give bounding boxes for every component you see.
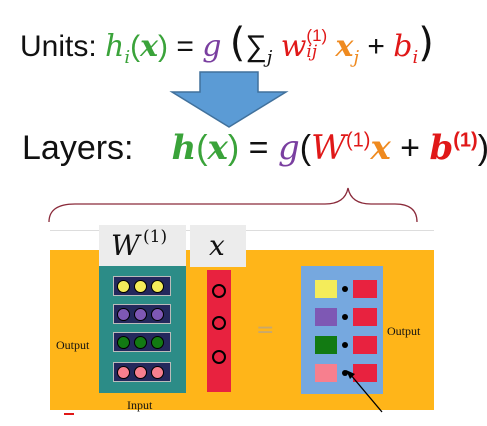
result-red-square	[353, 308, 377, 326]
units-label: Units:	[20, 30, 97, 63]
weight-matrix-label-sup: (1)	[143, 227, 168, 247]
layers-h: h	[171, 128, 197, 168]
layers-g: g	[277, 128, 300, 168]
units-g: g	[202, 29, 222, 64]
units-equation: Units: hi(x) = g (∑j w(1)ij xj + bi)	[20, 20, 434, 68]
layers-b: b	[429, 128, 454, 168]
units-xj-sub: j	[353, 47, 360, 68]
units-open-paren: (	[130, 30, 141, 63]
product-dot	[342, 342, 348, 348]
input-node	[212, 350, 226, 364]
weight-dot	[117, 279, 130, 293]
units-w-sub: ij	[306, 42, 318, 63]
weight-dot	[117, 365, 130, 379]
weight-dot	[151, 335, 164, 349]
product-dot	[342, 286, 348, 292]
units-plus: +	[367, 30, 385, 63]
layers-x: x	[207, 128, 228, 168]
units-w-sup: (1)	[306, 26, 328, 46]
layers-plus: +	[400, 129, 421, 167]
units-sum-sub: j	[266, 47, 273, 68]
weight-dot	[151, 279, 164, 293]
layers-open-paren: (	[196, 129, 208, 167]
down-arrow-icon	[169, 71, 289, 128]
input-vector	[207, 270, 231, 392]
layers-W: W	[311, 128, 346, 168]
result-color-square	[315, 336, 337, 354]
weight-row-1	[113, 276, 171, 296]
layers-x2: x	[370, 128, 391, 168]
weight-matrix-label-box: W (1)	[99, 225, 186, 267]
units-sum-symbol: ∑	[245, 30, 267, 63]
weight-row-4	[113, 362, 171, 382]
product-dot	[342, 370, 348, 376]
result-red-square	[353, 364, 377, 382]
output-label-left: Output	[56, 338, 90, 352]
input-vector-label-box: x	[190, 225, 246, 267]
product-dot	[342, 314, 348, 320]
layers-close-paren: )	[227, 129, 240, 167]
weight-dot	[134, 365, 147, 379]
curly-brace	[48, 187, 418, 223]
units-h: h	[105, 29, 125, 64]
input-label: Input	[127, 398, 153, 412]
result-color-square	[315, 280, 337, 298]
units-xj: x	[335, 29, 354, 64]
result-red-square	[353, 336, 377, 354]
weight-dot	[134, 279, 147, 293]
result-vector	[301, 266, 383, 394]
weight-row-2	[113, 304, 171, 324]
weight-dot	[134, 335, 147, 349]
layers-equation: Layers:h(x) = g(W(1)x + b(1))	[22, 128, 487, 168]
layers-b-sup: (1)	[453, 129, 478, 152]
weight-dot	[151, 365, 164, 379]
units-w: w	[280, 29, 307, 64]
result-color-square	[315, 364, 337, 382]
layers-equals: =	[248, 129, 269, 167]
weight-row-3	[113, 332, 171, 352]
layers-label: Layers:	[22, 129, 134, 167]
units-b-sub: i	[412, 47, 419, 68]
result-red-square	[353, 280, 377, 298]
equals-sign: =	[256, 318, 275, 343]
weight-dot	[151, 307, 164, 321]
red-tick-mark	[64, 413, 74, 415]
pointer-arrow-icon	[346, 370, 383, 413]
result-color-square	[315, 308, 337, 326]
units-close-paren: )	[158, 30, 169, 63]
units-x: x	[140, 29, 159, 64]
output-label-right: Output	[387, 324, 421, 338]
input-node	[212, 316, 226, 330]
units-b: b	[393, 29, 413, 64]
weight-matrix-label: W	[111, 229, 140, 262]
units-equals: =	[176, 30, 194, 63]
input-node	[212, 284, 226, 298]
weight-dot	[117, 307, 130, 321]
layers-W-sup: (1)	[345, 129, 371, 152]
units-h-sub: i	[124, 47, 131, 68]
input-vector-label: x	[209, 229, 225, 262]
weight-matrix	[99, 266, 186, 393]
weight-dot	[134, 307, 147, 321]
weight-dot	[117, 335, 130, 349]
